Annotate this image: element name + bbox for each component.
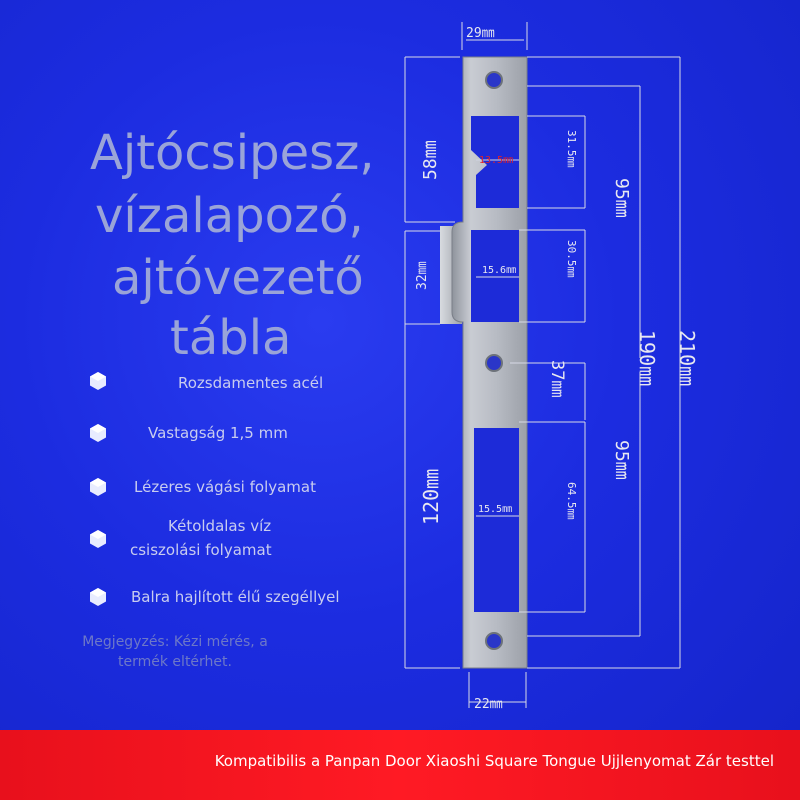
strike-plate-diagram: 29㎜ 22㎜ 58㎜ 32㎜ 120㎜ 13.5㎜ 31.5㎜ 15.6㎜ 3… [404, 22, 699, 712]
hexagon-bullet-icon [90, 530, 106, 548]
dim-lower-span: 95㎜ [611, 440, 632, 480]
dim-inner-total: 190㎜ [635, 330, 659, 386]
latch-slot-upper [471, 116, 519, 208]
hexagon-bullet-icon [90, 372, 106, 390]
hexagon-bullet-icon [90, 478, 106, 496]
dim-outer-total: 210㎜ [675, 330, 699, 386]
dim-slot1-width: 13.5㎜ [479, 155, 513, 166]
latch-slot-middle [471, 230, 519, 322]
screw-hole-top [485, 71, 503, 89]
feature-label: Balra hajlított élű szegéllyel [131, 588, 340, 606]
bolt-slot-lower [474, 428, 519, 612]
feature-item-laser: Lézeres vágási folyamat [88, 476, 388, 516]
dimension-lines [404, 22, 681, 708]
feature-item-thickness: Vastagság 1,5 mm [88, 422, 388, 462]
dim-lower-height: 120㎜ [419, 469, 443, 525]
note-line-2: termék eltérhet. [118, 654, 232, 670]
dim-slot2-width: 15.6㎜ [482, 265, 516, 276]
dim-bottom-width: 22㎜ [474, 697, 503, 712]
dim-slot3-height: 64.5㎜ [565, 482, 578, 520]
hexagon-bullet-icon [90, 588, 106, 606]
screw-hole-middle [485, 354, 503, 372]
feature-label-line-2: csiszolási folyamat [130, 541, 272, 559]
compatibility-banner: Kompatibilis a Panpan Door Xiaoshi Squar… [0, 730, 800, 800]
feature-item-polishing: Kétoldalas víz csiszolási folyamat [88, 516, 388, 564]
title-line-2: vízalapozó, [95, 188, 364, 244]
dim-tab-height: 32㎜ [415, 261, 430, 290]
dim-slot3-width: 15.5㎜ [478, 504, 512, 515]
feature-item-stainless: Rozsdamentes acél [88, 370, 388, 410]
feature-label-line-1: Kétoldalas víz [168, 517, 272, 535]
feature-label: Lézeres vágási folyamat [134, 478, 316, 496]
feature-label: Vastagság 1,5 mm [148, 424, 288, 442]
dim-hole-spacing: 37㎜ [547, 360, 567, 397]
dim-upper-span: 95㎜ [611, 178, 632, 218]
feature-item-bent-edge: Balra hajlított élű szegéllyel [88, 586, 388, 626]
measurement-note: Megjegyzés: Kézi mérés, a termék eltérhe… [60, 632, 290, 672]
note-line-1: Megjegyzés: Kézi mérés, a [82, 634, 268, 650]
title-line-1: Ajtócsipesz, [90, 125, 375, 181]
feature-label: Rozsdamentes acél [178, 374, 324, 392]
dim-top-width: 29㎜ [466, 26, 495, 41]
title-line-3: ajtóvezető [112, 250, 364, 306]
dim-slot2-height: 30.5㎜ [565, 240, 578, 278]
screw-hole-bottom [485, 632, 503, 650]
dim-upper-height: 58㎜ [420, 140, 441, 180]
title-line-4: tábla [170, 310, 292, 366]
hexagon-bullet-icon [90, 424, 106, 442]
banner-text: Kompatibilis a Panpan Door Xiaoshi Squar… [214, 752, 774, 770]
dim-slot1-height: 31.5㎜ [565, 130, 578, 168]
